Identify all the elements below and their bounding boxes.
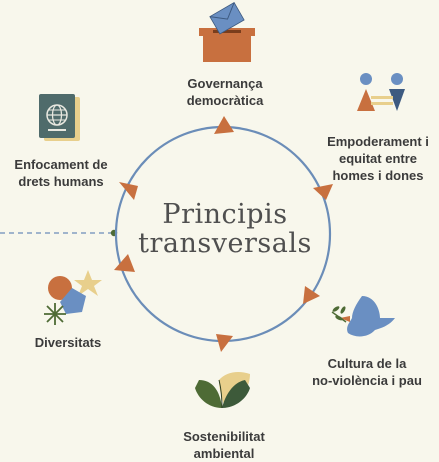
- label-empoderament-line1: Empoderament i: [327, 134, 429, 149]
- label-governanca: Governança democràtica: [160, 75, 290, 109]
- label-empoderament-line3: homes i dones: [332, 168, 424, 183]
- passport-icon: [39, 94, 80, 141]
- center-title-line2: transversals: [138, 228, 312, 259]
- arrow-upper-left: [119, 182, 138, 200]
- label-drets-line1: Enfocament de: [14, 157, 108, 172]
- label-sostenibilitat-line2: ambiental: [193, 446, 255, 461]
- arrow-lower-right: [303, 286, 320, 304]
- label-cultura-line2: no-violència i pau: [312, 373, 422, 388]
- arrow-top: [214, 116, 234, 134]
- label-cultura: Cultura de la no-violència i pau: [298, 355, 436, 389]
- ballot-box-icon: [199, 2, 255, 62]
- label-diversitats-line1: Diversitats: [34, 335, 102, 350]
- label-sostenibilitat-line1: Sostenibilitat: [183, 429, 265, 444]
- label-drets-line2: drets humans: [18, 174, 104, 189]
- label-governanca-line1: Governança: [187, 76, 263, 91]
- arrow-bottom: [216, 334, 233, 352]
- label-governanca-line2: democràtica: [186, 93, 264, 108]
- center-title-line1: Principis: [162, 199, 288, 230]
- label-drets: Enfocament de drets humans: [2, 156, 120, 190]
- label-cultura-line1: Cultura de la: [327, 356, 407, 371]
- leaves-icon: [195, 372, 250, 409]
- label-empoderament: Empoderament i equitat entre homes i don…: [318, 133, 438, 184]
- shapes-icon: [44, 270, 102, 325]
- arrow-upper-right: [313, 184, 333, 200]
- label-empoderament-line2: equitat entre: [338, 151, 417, 166]
- label-diversitats: Diversitats: [18, 334, 118, 351]
- label-sostenibilitat: Sostenibilitat ambiental: [160, 428, 288, 462]
- dove-icon: [331, 296, 395, 337]
- arrow-lower-left: [114, 254, 135, 272]
- cycle-arrows: [114, 116, 333, 352]
- people-gender-icon: [357, 73, 405, 111]
- center-title: Principis transversals: [125, 200, 325, 258]
